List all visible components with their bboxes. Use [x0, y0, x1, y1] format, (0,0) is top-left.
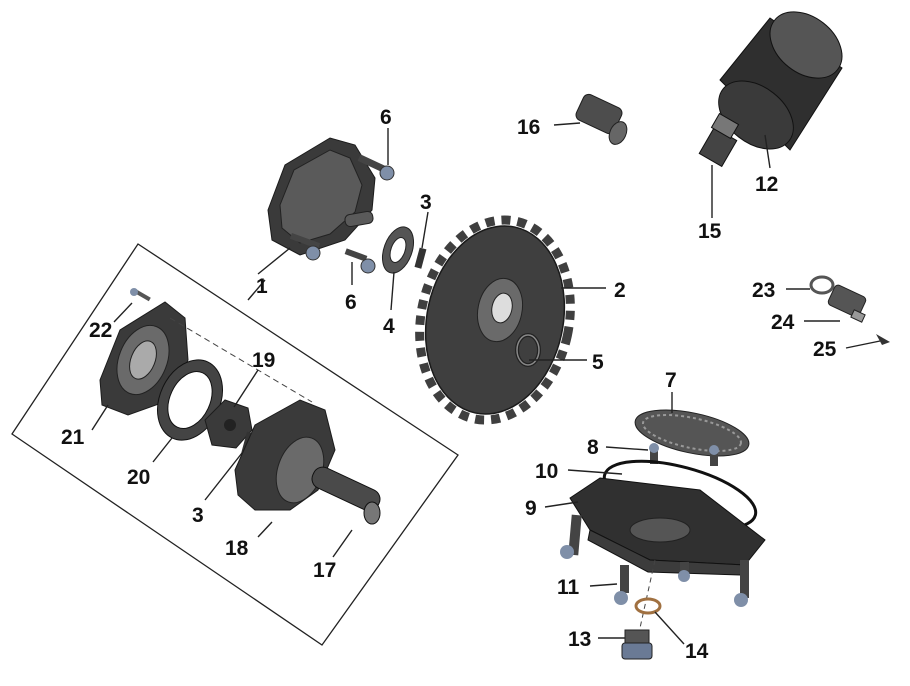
label-part-13: 13 [568, 628, 591, 651]
label-part-4: 4 [383, 315, 395, 338]
part-oil-pan-bolts [560, 514, 749, 607]
part-strainer-bolts [649, 443, 719, 466]
part-drain-plug [621, 629, 653, 660]
label-part-2: 2 [614, 279, 626, 302]
part-small-screw [130, 288, 151, 302]
label-part-20: 20 [127, 466, 150, 489]
label-part-12: 12 [755, 173, 778, 196]
label-part-19: 19 [252, 349, 275, 372]
part-bolt-upper [357, 154, 395, 181]
part-circlip [515, 333, 541, 367]
label-part-17: 17 [313, 559, 336, 582]
label-part-9: 9 [525, 497, 537, 520]
leader-lines [91, 122, 881, 645]
alignment-line [169, 317, 313, 403]
label-part-15: 15 [698, 220, 722, 243]
part-washer [381, 226, 415, 274]
label-part-3-bottom: 3 [192, 504, 204, 527]
label-part-21: 21 [61, 426, 85, 449]
label-part-25: 25 [813, 338, 837, 361]
label-part-23: 23 [752, 279, 775, 302]
label-part-8: 8 [587, 436, 599, 459]
part-filter-nipple [698, 112, 740, 168]
label-part-6-bottom: 6 [345, 291, 357, 314]
label-part-5: 5 [592, 351, 604, 374]
label-part-18: 18 [225, 537, 249, 560]
label-part-16: 16 [517, 116, 540, 139]
part-pin-upper [414, 247, 427, 269]
label-part-22: 22 [89, 319, 112, 342]
part-pump-cover [234, 399, 336, 511]
label-part-24: 24 [771, 311, 795, 334]
part-sprocket [415, 215, 575, 425]
part-oil-pan [569, 477, 766, 576]
part-inner-rotor [204, 399, 253, 449]
label-part-10: 10 [535, 460, 558, 483]
label-part-1: 1 [256, 275, 268, 298]
label-part-7: 7 [665, 369, 677, 392]
drain-alignment-line [639, 559, 656, 629]
label-part-3-top: 3 [420, 191, 432, 214]
part-fitting [575, 93, 628, 145]
label-part-11: 11 [557, 576, 580, 599]
part-oil-pump-housing [267, 137, 376, 256]
part-oil-filter [718, 11, 843, 151]
part-bolt-lower [289, 233, 376, 274]
part-drain-washer [634, 597, 662, 615]
label-part-6-top: 6 [380, 106, 392, 129]
part-drive-shaft [311, 466, 381, 525]
part-strainer-screen [634, 409, 750, 457]
part-oil-pressure-sensor [809, 275, 890, 345]
label-part-14: 14 [685, 640, 709, 663]
subassembly-frame [11, 243, 459, 646]
